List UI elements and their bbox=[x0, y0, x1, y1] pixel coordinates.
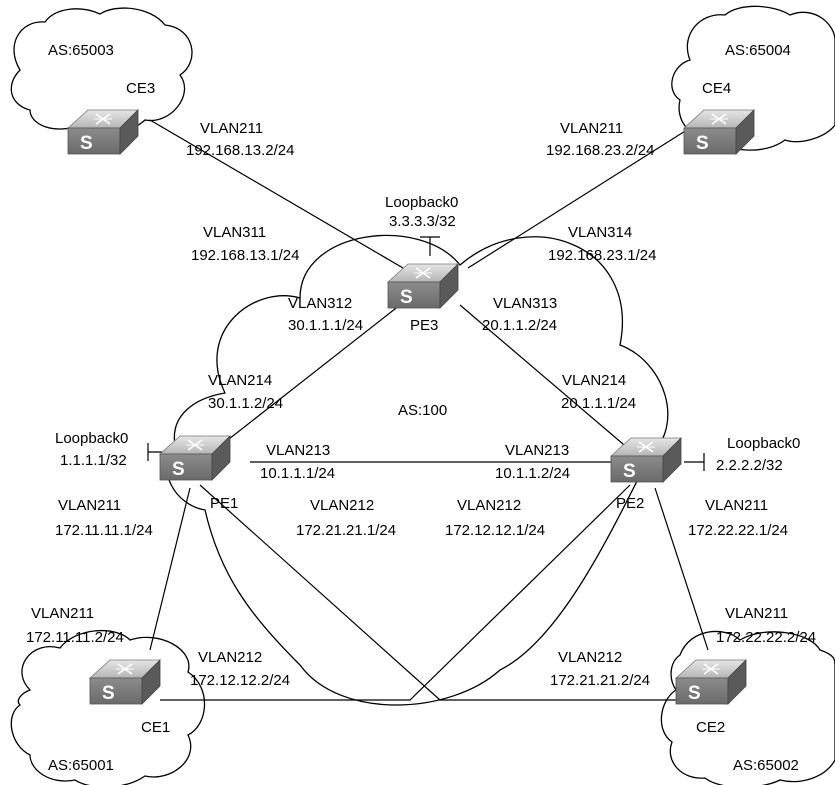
link-pe3-pe1 bbox=[214, 304, 401, 451]
vlan-label: VLAN211 bbox=[560, 120, 623, 137]
ce3-cloud bbox=[10, 7, 193, 134]
vlan-label: VLAN212 bbox=[198, 649, 262, 666]
loopback-name-pe1: Loopback0 bbox=[55, 430, 128, 447]
ip-label: 172.22.22.1/24 bbox=[688, 522, 788, 539]
vlan-label: VLAN313 bbox=[493, 295, 557, 312]
ip-label: 20.1.1.1/24 bbox=[561, 395, 636, 412]
loopback-ip-pe1: 1.1.1.1/32 bbox=[60, 452, 127, 469]
svg-text:S: S bbox=[172, 459, 185, 480]
switch-icon[interactable]: S bbox=[683, 109, 755, 155]
ip-label: 172.22.22.2/24 bbox=[716, 629, 816, 646]
svg-text:S: S bbox=[696, 133, 709, 154]
loopback-name-pe2: Loopback0 bbox=[727, 435, 800, 452]
ip-label: 192.168.23.1/24 bbox=[548, 247, 656, 264]
vlan-label: VLAN212 bbox=[558, 649, 622, 666]
switch-icon[interactable]: S bbox=[89, 659, 161, 705]
vlan-label: VLAN211 bbox=[705, 497, 768, 514]
vlan-label: VLAN212 bbox=[457, 497, 521, 514]
link-ce4-pe3 bbox=[467, 127, 691, 269]
ip-label: 10.1.1.2/24 bbox=[495, 465, 570, 482]
vlan-label: VLAN211 bbox=[200, 120, 263, 137]
loopback-ip-pe3: 3.3.3.3/32 bbox=[389, 213, 456, 230]
device-name-ce4: CE4 bbox=[702, 80, 731, 97]
ip-label: 20.1.1.2/24 bbox=[482, 317, 557, 334]
link-ce3-pe3 bbox=[149, 119, 404, 269]
loopback-stub-pe3 bbox=[420, 236, 440, 256]
vlan-label: VLAN212 bbox=[310, 497, 374, 514]
svg-text:S: S bbox=[102, 683, 115, 704]
ce2-cloud bbox=[660, 630, 835, 785]
device-name-ce2: CE2 bbox=[696, 719, 725, 736]
vlan-label: VLAN214 bbox=[562, 372, 626, 389]
switch-icon[interactable]: S bbox=[387, 263, 459, 309]
device-name-pe1: PE1 bbox=[210, 495, 238, 512]
loopback-stub-pe2 bbox=[684, 453, 705, 471]
link-pe1-ce1 bbox=[149, 487, 191, 651]
ip-label: 172.21.21.2/24 bbox=[550, 672, 650, 689]
vlan-label: VLAN213 bbox=[505, 442, 569, 459]
device-name-pe3: PE3 bbox=[410, 317, 438, 334]
link-pe3-pe2 bbox=[459, 304, 631, 451]
switch-icon[interactable]: S bbox=[610, 437, 682, 483]
core-cloud bbox=[166, 234, 669, 706]
as-label-ce2: AS:65002 bbox=[733, 757, 799, 774]
svg-text:S: S bbox=[400, 287, 413, 308]
svg-text:S: S bbox=[688, 683, 701, 704]
ip-label: 172.12.12.2/24 bbox=[190, 672, 290, 689]
ip-label: 192.168.13.2/24 bbox=[186, 142, 294, 159]
ip-label: 192.168.13.1/24 bbox=[191, 247, 299, 264]
vlan-label: VLAN213 bbox=[266, 442, 330, 459]
as-label-ce3: AS:65003 bbox=[48, 42, 114, 59]
link-pe2-ce1 bbox=[160, 484, 631, 701]
ip-label: 172.21.21.1/24 bbox=[296, 522, 396, 539]
switch-icon[interactable]: S bbox=[159, 435, 231, 481]
loopback-name-pe3: Loopback0 bbox=[385, 194, 458, 211]
ce1-cloud bbox=[10, 629, 206, 785]
switch-icon[interactable]: S bbox=[675, 659, 747, 705]
vlan-label: VLAN214 bbox=[208, 372, 272, 389]
device-name-ce1: CE1 bbox=[141, 719, 170, 736]
loopback-ip-pe2: 2.2.2.2/32 bbox=[716, 457, 783, 474]
link-pe2-ce2 bbox=[654, 487, 709, 651]
ip-label: 172.11.11.1/24 bbox=[55, 522, 153, 539]
as-label-core: AS:100 bbox=[398, 402, 447, 419]
vlan-label: VLAN211 bbox=[725, 605, 788, 622]
ce4-cloud bbox=[671, 5, 835, 151]
vlan-label: VLAN211 bbox=[31, 605, 94, 622]
vlan-label: VLAN314 bbox=[568, 224, 632, 241]
svg-text:S: S bbox=[80, 133, 93, 154]
switch-icon[interactable]: S bbox=[67, 109, 139, 155]
ip-label: 192.168.23.2/24 bbox=[546, 142, 654, 159]
ip-label: 30.1.1.2/24 bbox=[208, 395, 283, 412]
svg-text:S: S bbox=[623, 461, 636, 482]
device-name-ce3: CE3 bbox=[126, 80, 155, 97]
ip-label: 172.12.12.1/24 bbox=[445, 522, 545, 539]
ip-label: 172.11.11.2/24 bbox=[26, 629, 124, 646]
ip-label: 10.1.1.1/24 bbox=[260, 465, 335, 482]
as-label-ce1: AS:65001 bbox=[48, 757, 114, 774]
device-name-pe2: PE2 bbox=[616, 495, 644, 512]
link-pe1-ce2 bbox=[199, 484, 680, 701]
vlan-label: VLAN211 bbox=[58, 497, 121, 514]
ip-label: 30.1.1.1/24 bbox=[288, 317, 363, 334]
vlan-label: VLAN312 bbox=[288, 295, 352, 312]
vlan-label: VLAN311 bbox=[203, 224, 266, 241]
as-label-ce4: AS:65004 bbox=[725, 42, 791, 59]
